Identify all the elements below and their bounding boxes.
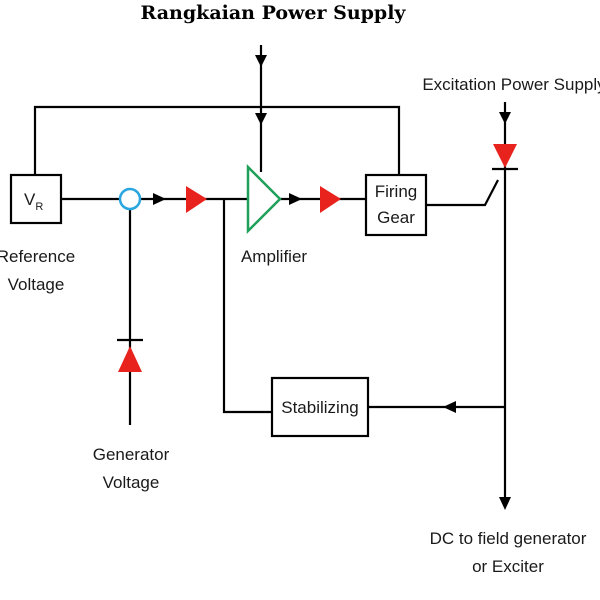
- stabilizing-block: Stabilizing: [270, 376, 370, 438]
- excitation-arrow: [499, 112, 511, 124]
- generator-voltage-label-1: Generator: [93, 445, 170, 464]
- stabilizing-output-wire: [222, 199, 272, 414]
- amplifier-out-arrow: [289, 193, 302, 205]
- stabilizing-box: [270, 376, 370, 438]
- red-markers: [117, 144, 518, 372]
- firing-gear-block: Firing Gear: [364, 173, 428, 237]
- red-signal-arrow-left: [186, 186, 207, 213]
- red-signal-arrow-right: [320, 186, 341, 213]
- summing-junction-icon: [118, 187, 142, 211]
- output-arrow: [499, 497, 511, 510]
- output-label-2: or Exciter: [472, 557, 544, 576]
- amplifier-icon: [246, 163, 282, 235]
- reference-symbol: VR: [24, 190, 43, 213]
- loop-down-arrow: [255, 113, 267, 125]
- thyristor-icon: [493, 144, 517, 168]
- wiring: [33, 45, 507, 500]
- diagram-title: Rangkaian Power Supply: [141, 2, 407, 24]
- amplifier-label: Amplifier: [241, 247, 307, 266]
- firing-gear-label-1: Firing: [375, 182, 418, 201]
- generator-voltage-label-2: Voltage: [103, 473, 160, 492]
- reference-voltage-label-1: Reference: [0, 247, 75, 266]
- top-loop-wire: [33, 105, 401, 175]
- output-label-1: DC to field generator: [430, 529, 587, 548]
- stabilizing-label: Stabilizing: [281, 398, 359, 417]
- firing-gear-box: [364, 173, 428, 237]
- generator-diode-icon: [118, 346, 142, 372]
- excitation-label: Excitation Power Supply: [422, 75, 600, 94]
- firing-gear-label-2: Gear: [377, 208, 415, 227]
- reference-voltage-label-2: Voltage: [8, 275, 65, 294]
- reference-box: [9, 173, 63, 225]
- reference-block: VR: [9, 173, 63, 225]
- arrowheads: [153, 55, 511, 510]
- gate-wire: [426, 179, 499, 207]
- feedback-arrow: [443, 401, 456, 413]
- top-input-arrow: [255, 55, 267, 67]
- junction-out-arrow: [153, 193, 166, 205]
